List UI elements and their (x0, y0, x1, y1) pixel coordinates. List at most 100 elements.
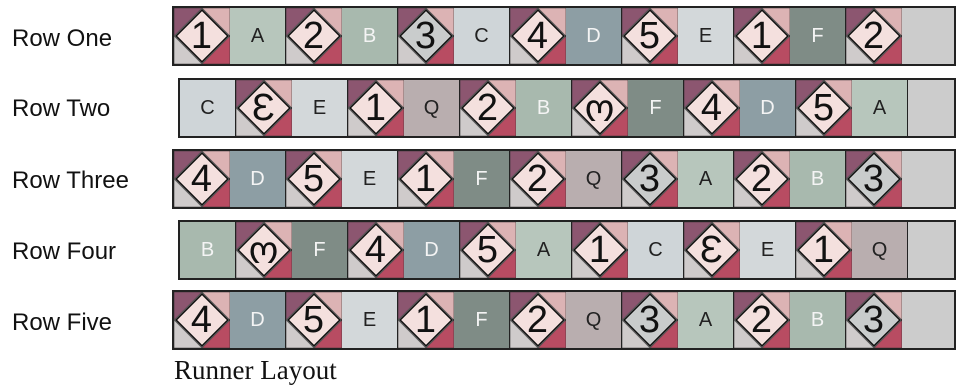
plain-block: F (790, 8, 846, 64)
block-number: 5 (460, 222, 515, 278)
plain-block: A (678, 151, 734, 207)
diagram-caption: Runner Layout (174, 355, 337, 385)
plain-block: D (566, 8, 622, 64)
plain-block: Q (566, 292, 622, 348)
block-number: 4 (348, 222, 403, 278)
row-label-3: Row Three (12, 167, 129, 195)
diamond-block: ო (572, 80, 628, 136)
diamond-block: 5 (622, 8, 678, 64)
diamond-block: 4 (510, 8, 566, 64)
block-number: 5 (622, 8, 677, 64)
diamond-block: Ɛ (236, 80, 292, 136)
block-letter: E (678, 8, 733, 64)
block-letter: Q (404, 80, 459, 136)
diamond-block: 2 (460, 80, 516, 136)
diamond-block: 1 (734, 8, 790, 64)
row-label-4: Row Four (12, 238, 116, 266)
block-number: 1 (398, 292, 453, 348)
plain-block: E (678, 8, 734, 64)
diamond-block: 1 (348, 80, 404, 136)
block-number: 2 (734, 292, 789, 348)
row-label-2: Row Two (12, 95, 110, 123)
block-letter: D (230, 151, 285, 207)
block-number: ო (236, 222, 291, 278)
plain-block: B (790, 151, 846, 207)
plain-block: B (342, 8, 398, 64)
diamond-block: 5 (796, 80, 852, 136)
block-letter: E (342, 292, 397, 348)
block-number: 5 (796, 80, 851, 136)
diamond-block: 2 (734, 151, 790, 207)
block-number: 3 (846, 292, 901, 348)
block-number: 1 (572, 222, 627, 278)
diamond-block: 5 (286, 292, 342, 348)
diamond-block: 1 (572, 222, 628, 278)
block-letter: A (852, 80, 907, 136)
block-number: Ɛ (684, 222, 739, 278)
plain-block: B (180, 222, 236, 278)
block-number: ო (572, 80, 627, 136)
diamond-block: 4 (348, 222, 404, 278)
diamond-block: 3 (622, 292, 678, 348)
block-number: 2 (286, 8, 341, 64)
block-letter: B (180, 222, 235, 278)
plain-block: E (342, 292, 398, 348)
plain-block: C (454, 8, 510, 64)
plain-block: A (678, 292, 734, 348)
block-number: 1 (348, 80, 403, 136)
diamond-block: 2 (734, 292, 790, 348)
plain-block: F (628, 80, 684, 136)
block-letter: F (454, 292, 509, 348)
block-number: 1 (174, 8, 229, 64)
block-number: 3 (622, 151, 677, 207)
block-letter: D (566, 8, 621, 64)
block-number: 1 (398, 151, 453, 207)
block-letter: D (740, 80, 795, 136)
block-letter: B (790, 151, 845, 207)
block-letter: A (678, 151, 733, 207)
block-letter: C (628, 222, 683, 278)
block-number: 4 (510, 8, 565, 64)
plain-block: D (230, 151, 286, 207)
diamond-block: 2 (510, 151, 566, 207)
block-letter: A (516, 222, 571, 278)
block-letter: E (292, 80, 347, 136)
diamond-block: 1 (174, 8, 230, 64)
block-letter: F (454, 151, 509, 207)
diamond-block: 3 (622, 151, 678, 207)
plain-block: A (516, 222, 572, 278)
plain-block: F (292, 222, 348, 278)
block-letter: B (342, 8, 397, 64)
diamond-block: 1 (796, 222, 852, 278)
plain-block: B (516, 80, 572, 136)
block-letter: A (678, 292, 733, 348)
plain-block: F (454, 151, 510, 207)
block-letter: Q (566, 151, 621, 207)
row-strip-3: 4D5E1F2Q3A2B3 (172, 149, 956, 209)
plain-block: A (852, 80, 908, 136)
plain-block: C (180, 80, 236, 136)
block-number: 4 (684, 80, 739, 136)
diamond-block: 4 (684, 80, 740, 136)
plain-block: F (454, 292, 510, 348)
block-letter: E (740, 222, 795, 278)
block-letter: B (516, 80, 571, 136)
block-letter: A (230, 8, 285, 64)
plain-block: E (292, 80, 348, 136)
block-number: 2 (510, 151, 565, 207)
block-letter: F (292, 222, 347, 278)
diamond-block: 3 (846, 292, 902, 348)
block-number: 3 (846, 151, 901, 207)
diamond-block: Ɛ (684, 222, 740, 278)
plain-block: D (404, 222, 460, 278)
block-number: 5 (286, 292, 341, 348)
row-strip-5: 4D5E1F2Q3A2B3 (172, 290, 956, 350)
diamond-block: 2 (510, 292, 566, 348)
diamond-block: 1 (398, 151, 454, 207)
block-letter: E (342, 151, 397, 207)
diamond-block: 4 (174, 151, 230, 207)
block-number: 3 (398, 8, 453, 64)
